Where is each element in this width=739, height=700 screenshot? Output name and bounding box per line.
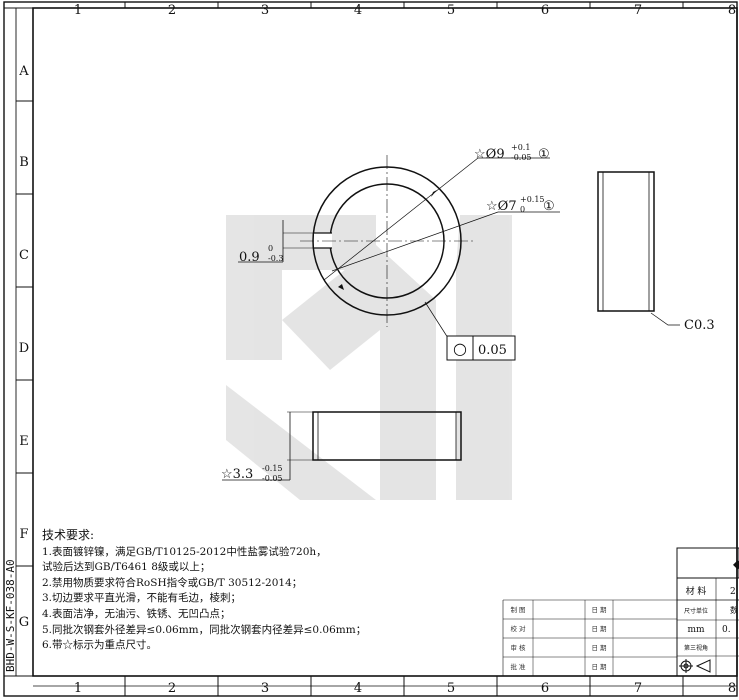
inner-dia-symbol: Ø7 [498,199,517,214]
gap-dimension-lines [238,220,314,263]
row-label-C: C [19,248,29,263]
outer-dia-lower: -0.05 [511,153,532,162]
outer-dia-upper: +0.1 [511,143,530,152]
front-view [222,411,462,481]
gap-lower: -0.3 [268,254,283,263]
tb-projection-label: 第三视角 [684,644,708,652]
tb-label-check: 校 对 [510,624,526,633]
outer-dia-star: ☆ [474,147,486,162]
height-value: 3.3 [233,467,254,482]
inner-dia-star: ☆ [486,199,498,214]
row-label-G: G [19,615,29,630]
tb-label-review: 审 核 [510,643,526,652]
side-view-right [597,171,680,326]
outer-dia-symbol: Ø9 [486,147,505,162]
tb-date-check: 日 期 [591,625,607,633]
drawing-frame [3,1,738,697]
projection-symbol-icon [679,659,711,673]
circularity-value: 0.05 [478,343,507,358]
requirement-line: 2.禁用物质要求符合RoSH指令或GB/T 30512-2014； [42,576,303,589]
requirement-line: 6.带☆标示为重点尺寸。 [42,639,158,652]
row-label-A: A [18,64,29,79]
requirement-line: 试验后达到GB/T6461 8级或以上； [42,561,211,574]
requirement-line: 4.表面洁净，无油污、铁锈、无凹凸点； [42,607,231,620]
col-label-bottom-4: 4 [354,681,362,696]
col-label-bottom-2: 2 [168,681,176,696]
arrowheads [338,190,437,290]
col-label-bottom-8: 8 [728,681,736,696]
tb-date-review: 日 期 [591,644,607,652]
inner-dia-upper: +0.15 [520,195,545,204]
col-label-1: 1 [74,3,82,18]
row-label-B: B [19,155,29,170]
height-label: ☆3.3 [221,467,253,482]
requirement-line: 5.同批次钢套外径差异≤0.06mm，同批次钢套内径差异≤0.06mm； [42,623,367,636]
col-label-6: 6 [541,3,549,18]
tb-date-drawn: 日 期 [591,606,607,614]
inner-dia-label: ☆Ø7 [486,199,517,214]
chamfer-label: C0.3 [684,318,715,333]
col-label-bottom-3: 3 [261,681,269,696]
inner-dia-note: ① [543,199,555,214]
gap-value: 0.9 [239,250,260,265]
outer-dia-note: ① [538,147,550,162]
col-label-2: 2 [168,3,176,18]
drawing-number: BHD-W-S-KF-038-A0 [4,559,17,672]
col-label-8: 8 [728,3,736,18]
technical-requirements: 技术要求: 1.表面镀锌镍，满足GB/T10125-2012中性盐雾试验720h… [42,528,366,654]
row-label-E: E [19,434,29,449]
col-label-4: 4 [354,3,362,18]
col-label-bottom-1: 1 [74,681,82,696]
tb-other-value: 数 [730,605,738,615]
outer-dia-label: ☆Ø9 [474,147,505,162]
col-label-3: 3 [261,3,269,18]
tb-unit-label: 尺寸单位 [684,607,708,615]
tb-material-value: 2 [730,587,736,597]
height-star: ☆ [221,467,233,482]
gap-upper: 0 [268,244,273,253]
height-upper: -0.15 [262,464,283,473]
col-label-bottom-7: 7 [634,681,642,696]
col-label-5: 5 [447,3,455,18]
requirement-line: 1.表面镀锌镍，满足GB/T10125-2012中性盐雾试验720h， [42,545,327,558]
tb-unit-value: mm [687,625,705,635]
col-label-7: 7 [634,3,642,18]
tb-label-drawn: 制 图 [510,605,525,614]
circularity-frame [446,335,516,361]
tb-label-approve: 批 准 [510,662,526,671]
col-label-bottom-5: 5 [447,681,455,696]
circularity-symbol: ○ [453,339,467,358]
col-label-bottom-6: 6 [541,681,549,696]
title-block-mark: ◆ [733,557,739,571]
tb-unit-extra: 0. [722,625,731,635]
row-label-F: F [19,527,28,542]
tb-material-label: 材 料 [686,585,707,597]
tb-date-approve: 日 期 [591,663,607,671]
ring-top-view [300,155,560,339]
requirement-line: 3.切边要求平直光滑，不能有毛边，棱刺； [42,592,242,605]
title-block-lines [502,547,739,676]
inner-dia-lower: 0 [520,205,525,214]
requirements-title: 技术要求: [42,528,95,542]
height-lower: -0.05 [262,474,283,483]
row-label-D: D [19,341,29,356]
